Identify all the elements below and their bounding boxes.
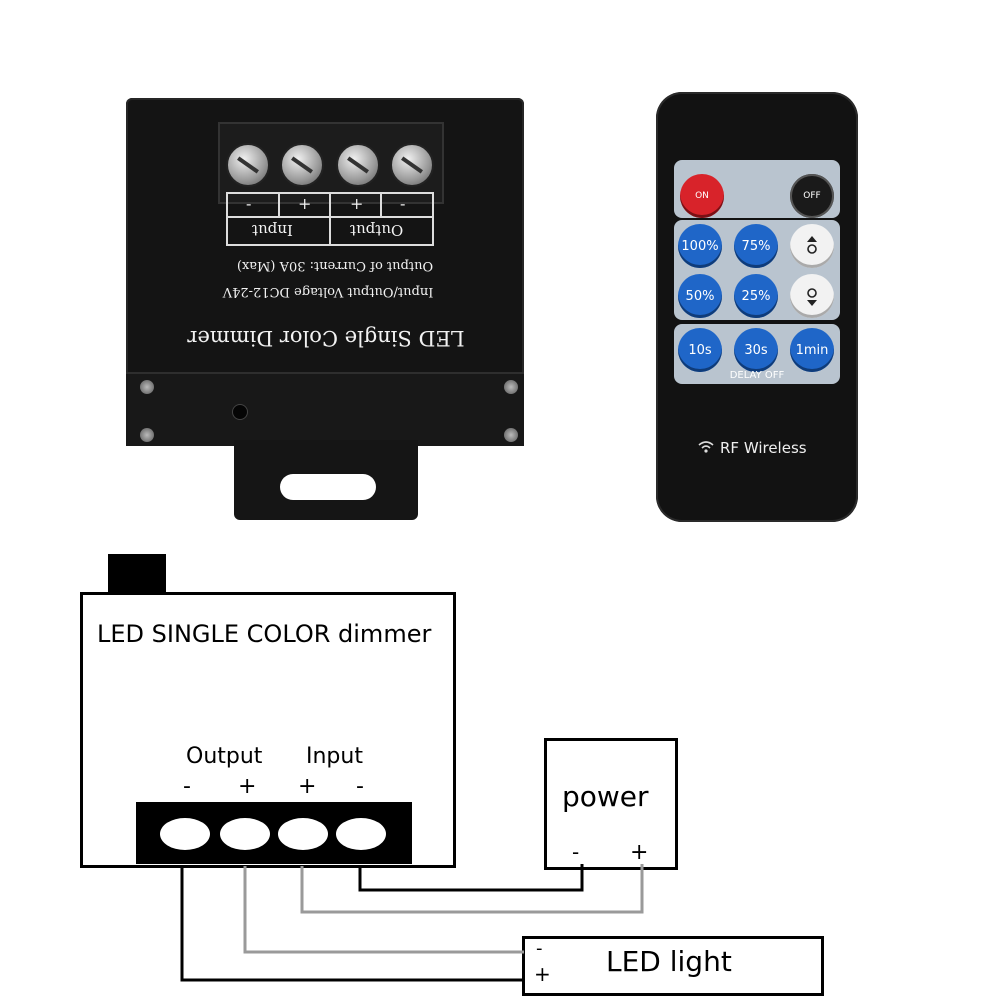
screw-icon: [504, 428, 518, 442]
power-box: [544, 738, 678, 870]
terminal-hole: [278, 818, 328, 850]
button-label: 75%: [741, 238, 771, 254]
terminal-sign: -: [183, 774, 191, 799]
terminal-sign: -: [356, 774, 364, 799]
terminal-sign: -: [246, 194, 252, 213]
brightness-100-button[interactable]: 100%: [678, 224, 722, 268]
wire-input-plus: [300, 864, 644, 914]
antenna-block: [108, 554, 166, 594]
button-label: 100%: [681, 238, 719, 254]
terminal-label-grid: - + + - Input Output: [226, 192, 434, 246]
on-button[interactable]: ON: [680, 174, 724, 218]
power-minus: -: [572, 840, 580, 864]
delay-1min-button[interactable]: 1min: [790, 328, 834, 372]
screw-icon: [140, 380, 154, 394]
terminal-screw-icon: [280, 143, 324, 187]
terminal-hole: [220, 818, 270, 850]
screw-icon: [140, 428, 154, 442]
wire-output-plus: [243, 866, 524, 954]
dimmer-flange: [126, 372, 524, 446]
button-label: 30s: [744, 342, 768, 358]
button-label: 50%: [685, 288, 715, 304]
delay-10s-button[interactable]: 10s: [678, 328, 722, 372]
terminal-hole: [336, 818, 386, 850]
off-button[interactable]: OFF: [790, 174, 834, 218]
wire-output-minus: [180, 866, 524, 982]
indicator-led: [232, 404, 248, 420]
input-label: Input: [306, 744, 363, 769]
brightness-down-button[interactable]: [790, 274, 834, 318]
delay-caption: DELAY OFF: [729, 370, 785, 381]
led-minus: -: [536, 938, 543, 959]
button-label: 10s: [688, 342, 712, 358]
brand-text: RF Wireless: [720, 439, 807, 457]
terminal-sign: +: [350, 194, 364, 213]
wifi-icon: [698, 441, 714, 453]
terminal-screw-icon: [336, 143, 380, 187]
led-light-box: [522, 936, 824, 996]
output-label: Output: [186, 744, 263, 769]
brightness-up-icon: [807, 236, 817, 254]
terminal-sign: +: [298, 194, 312, 213]
delay-30s-button[interactable]: 30s: [734, 328, 778, 372]
mounting-slot: [280, 474, 376, 500]
brightness-50-button[interactable]: 50%: [678, 274, 722, 318]
led-light-label: LED light: [606, 945, 732, 978]
screw-icon: [504, 380, 518, 394]
button-label: 1min: [795, 342, 829, 358]
terminal-sign: -: [400, 194, 406, 213]
terminal-sign: +: [238, 774, 257, 799]
brightness-down-icon: [807, 288, 817, 306]
wire-input-minus: [358, 864, 584, 892]
brightness-25-button[interactable]: 25%: [734, 274, 778, 318]
led-plus: +: [534, 962, 551, 986]
brightness-75-button[interactable]: 75%: [734, 224, 778, 268]
terminal-screw-icon: [390, 143, 434, 187]
power-plus: +: [630, 840, 649, 865]
controller-label: LED SINGLE COLOR dimmer: [97, 620, 432, 648]
power-off-label: OFF: [803, 191, 821, 201]
terminal-sign: +: [298, 774, 317, 799]
terminal-screw-icon: [226, 143, 270, 187]
power-on-label: ON: [695, 191, 709, 201]
brightness-up-button[interactable]: [790, 224, 834, 268]
terminal-hole: [160, 818, 210, 850]
power-label: power: [562, 780, 649, 813]
button-label: 25%: [741, 288, 771, 304]
